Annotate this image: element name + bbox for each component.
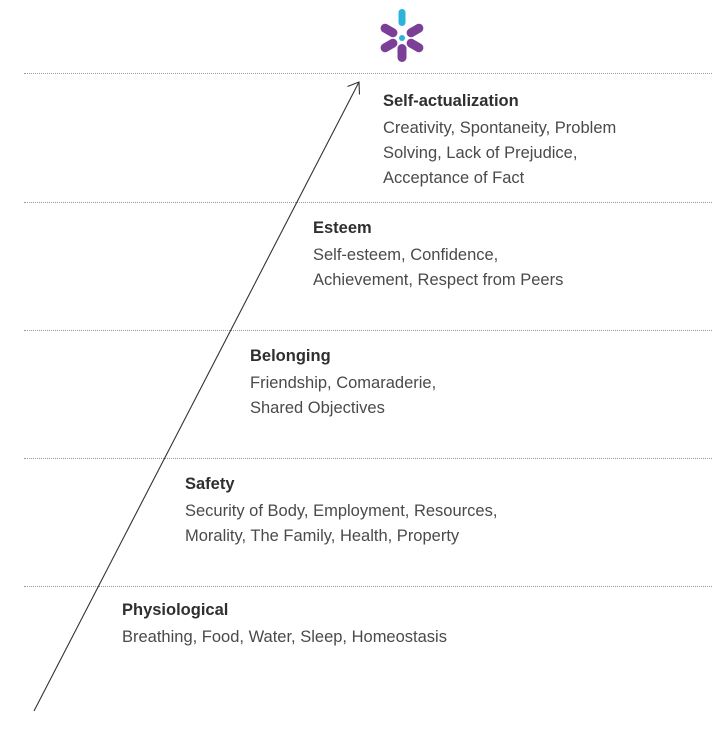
- level-esteem: Esteem Self-esteem, Confidence, Achievem…: [313, 218, 563, 293]
- level-belonging: Belonging Friendship, Comaraderie, Share…: [250, 346, 436, 421]
- level-description-line: Achievement, Respect from Peers: [313, 271, 564, 289]
- level-description-line: Creativity, Spontaneity, Problem: [383, 119, 617, 137]
- level-divider: [24, 586, 712, 587]
- level-safety: Safety Security of Body, Employment, Res…: [185, 474, 497, 549]
- level-divider: [24, 458, 712, 459]
- level-title: Safety: [185, 475, 235, 493]
- level-title: Self-actualization: [383, 92, 519, 110]
- level-divider: [24, 73, 712, 74]
- level-description-line: Self-esteem, Confidence,: [313, 246, 499, 264]
- asterisk-logo-icon: [380, 9, 424, 62]
- level-description-line: Acceptance of Fact: [383, 169, 525, 187]
- level-title: Physiological: [122, 601, 229, 619]
- level-description-line: Breathing, Food, Water, Sleep, Homeostas…: [122, 628, 447, 646]
- level-title: Belonging: [250, 347, 331, 365]
- level-description-line: Shared Objectives: [250, 399, 385, 417]
- level-divider: [24, 330, 712, 331]
- level-divider: [24, 202, 712, 203]
- level-self-actualization: Self-actualization Creativity, Spontanei…: [383, 91, 616, 191]
- level-description-line: Morality, The Family, Health, Property: [185, 527, 460, 545]
- level-physiological: Physiological Breathing, Food, Water, Sl…: [122, 600, 447, 650]
- level-title: Esteem: [313, 219, 372, 237]
- level-description-line: Security of Body, Employment, Resources,: [185, 502, 498, 520]
- level-description-line: Friendship, Comaraderie,: [250, 374, 437, 392]
- level-description-line: Solving, Lack of Prejudice,: [383, 144, 578, 162]
